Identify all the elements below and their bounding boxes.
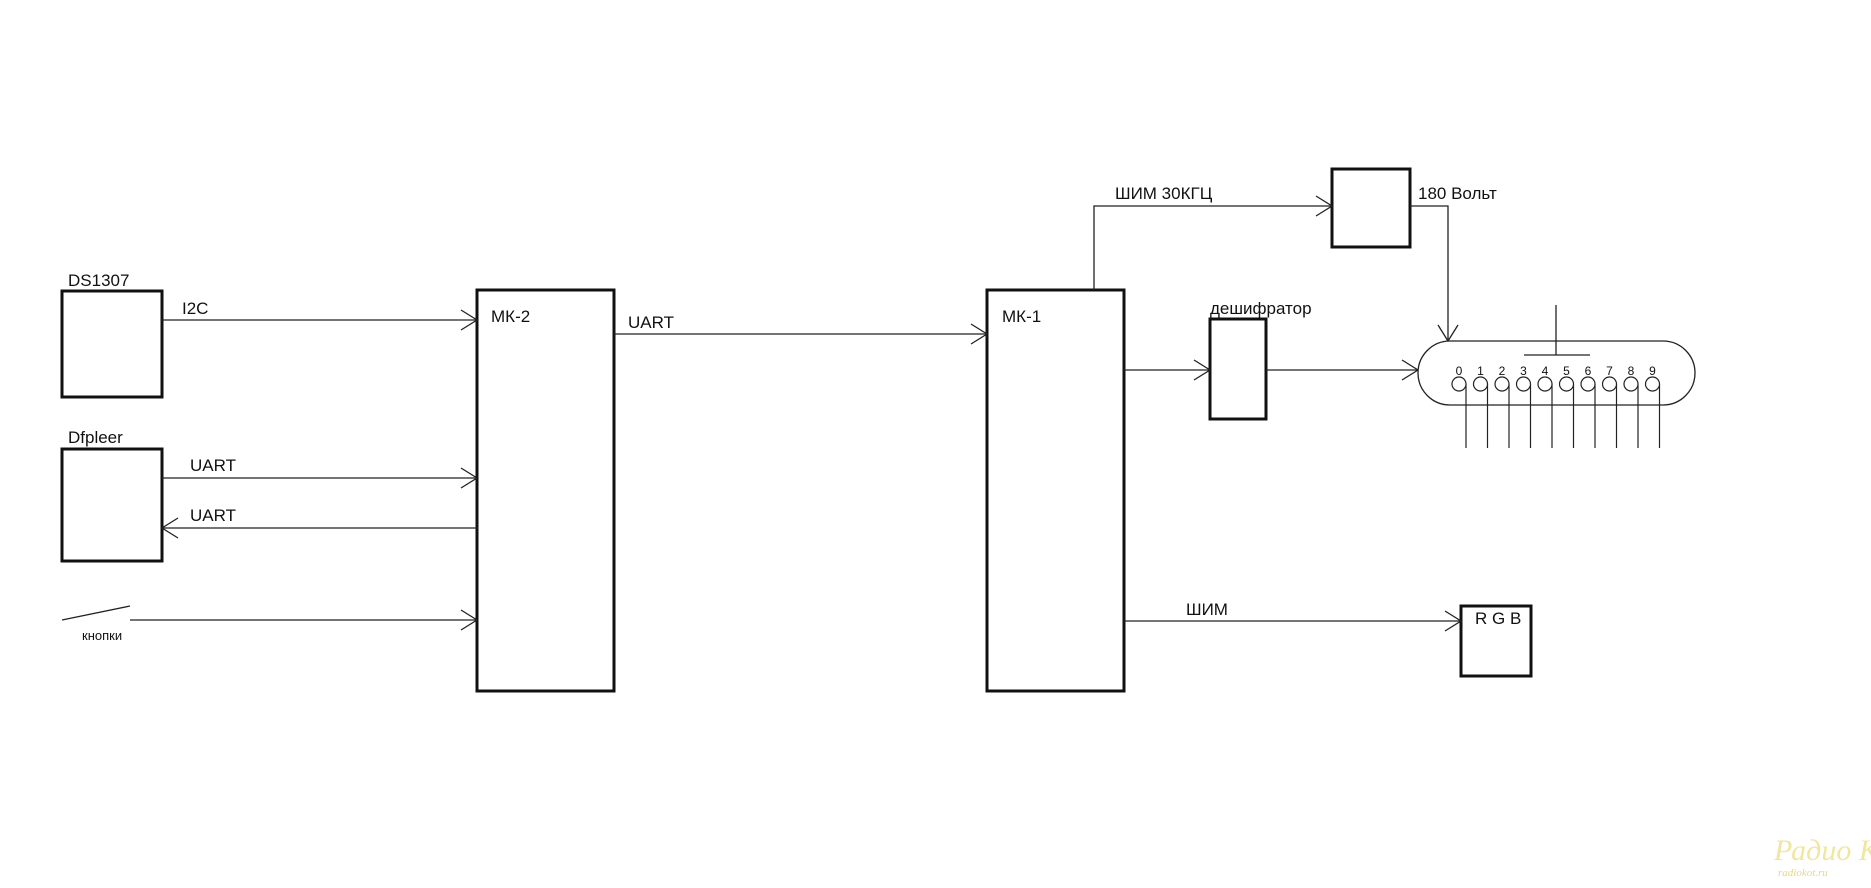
pwm-rgb-label: ШИМ [1186, 600, 1228, 619]
uart-mk-label: UART [628, 313, 674, 332]
watermark: Радио КОТ radiokot.ru [1773, 834, 1871, 879]
nixie-cathode-circle [1451, 376, 1467, 392]
nixie-cathode-circle [1644, 376, 1661, 392]
nixie-cathode-circle [1580, 376, 1596, 392]
nixie-cathode-circle [1472, 376, 1489, 392]
i2c-label: I2C [182, 299, 208, 318]
uart-player-out-label: UART [190, 506, 236, 525]
nixie-cathode-4: 4 [1537, 364, 1553, 448]
nixie-cathode-circle [1515, 376, 1532, 392]
nixie-digit-label: 9 [1649, 364, 1656, 378]
decoder-block: дешифратор [1208, 299, 1312, 421]
uart-player-in-label: UART [190, 456, 236, 475]
switch-contact [61, 605, 131, 621]
nixie-digit-label: 5 [1563, 364, 1570, 378]
nixie-cathode-5: 5 [1558, 364, 1575, 448]
nixie-digit-label: 6 [1585, 364, 1592, 378]
nixie-cathode-circle [1601, 376, 1618, 392]
nixie-cathode-circle [1558, 376, 1575, 392]
nixie-cathode-circle [1494, 376, 1510, 392]
decoder-label: дешифратор [1210, 299, 1312, 318]
nixie-cathode-0: 0 [1451, 364, 1467, 448]
uart-mk-arrowhead [970, 323, 989, 345]
nixie-digit-label: 1 [1477, 364, 1484, 378]
nixie-cathode-3: 3 [1515, 364, 1532, 448]
nixie-cathode-2: 2 [1494, 364, 1510, 448]
dfpleer-label: Dfpleer [68, 428, 123, 447]
nixie-cathode-circle [1537, 376, 1553, 392]
nixie-cathode-circle [1623, 376, 1639, 392]
nixie-digit-label: 3 [1520, 364, 1527, 378]
nixie-cathode-1: 1 [1472, 364, 1489, 448]
mk2-label: МК-2 [491, 307, 530, 326]
buttons-arrowhead [460, 609, 479, 631]
nixie-cathode-9: 9 [1644, 364, 1661, 448]
nixie-cathode-7: 7 [1601, 364, 1618, 448]
nixie-digit-label: 0 [1456, 364, 1463, 378]
rgb-block: R G B [1459, 604, 1533, 678]
pwm-hv-wire [1093, 205, 1332, 290]
nixie-digit-label: 8 [1628, 364, 1635, 378]
nixie-digit-label: 4 [1542, 364, 1549, 378]
ds1307-label: DS1307 [68, 271, 129, 290]
uart-player-in-arrowhead [460, 467, 479, 489]
watermark-url: radiokot.ru [1778, 867, 1828, 879]
dfpleer-block: Dfpleer [60, 428, 164, 563]
power-label: 180 Вольт [1418, 184, 1497, 203]
nixie-cathode-6: 6 [1580, 364, 1596, 448]
hv-nixie-wire [1410, 205, 1449, 341]
pwm-hv-arrowhead [1315, 195, 1334, 217]
mk1-block: МК-1 [985, 288, 1126, 693]
hv-converter-block: 180 Вольт [1330, 167, 1497, 249]
mk1-label: МК-1 [1002, 307, 1041, 326]
i2c-arrowhead [460, 309, 479, 331]
mk2-block: МК-2 [475, 288, 616, 693]
pwm-hv-label: ШИМ 30КГЦ [1115, 184, 1213, 203]
uart-player-out-arrowhead [160, 517, 179, 539]
watermark-logo: Радио КОТ [1773, 834, 1871, 867]
mk1-decoder-arrowhead [1193, 359, 1212, 381]
ds1307-block: DS1307 [60, 271, 164, 399]
nixie-digit-label: 2 [1499, 364, 1506, 378]
nixie-digit-label: 7 [1606, 364, 1613, 378]
rgb-label: R G B [1475, 609, 1521, 628]
pwm-rgb-arrowhead [1444, 610, 1463, 632]
buttons-switch: кнопки [61, 605, 131, 643]
wires: I2C UART UART UART ШИМ 30КГЦ ШИМ [130, 184, 1463, 632]
nixie-cathode-8: 8 [1623, 364, 1639, 448]
buttons-label: кнопки [82, 628, 122, 643]
